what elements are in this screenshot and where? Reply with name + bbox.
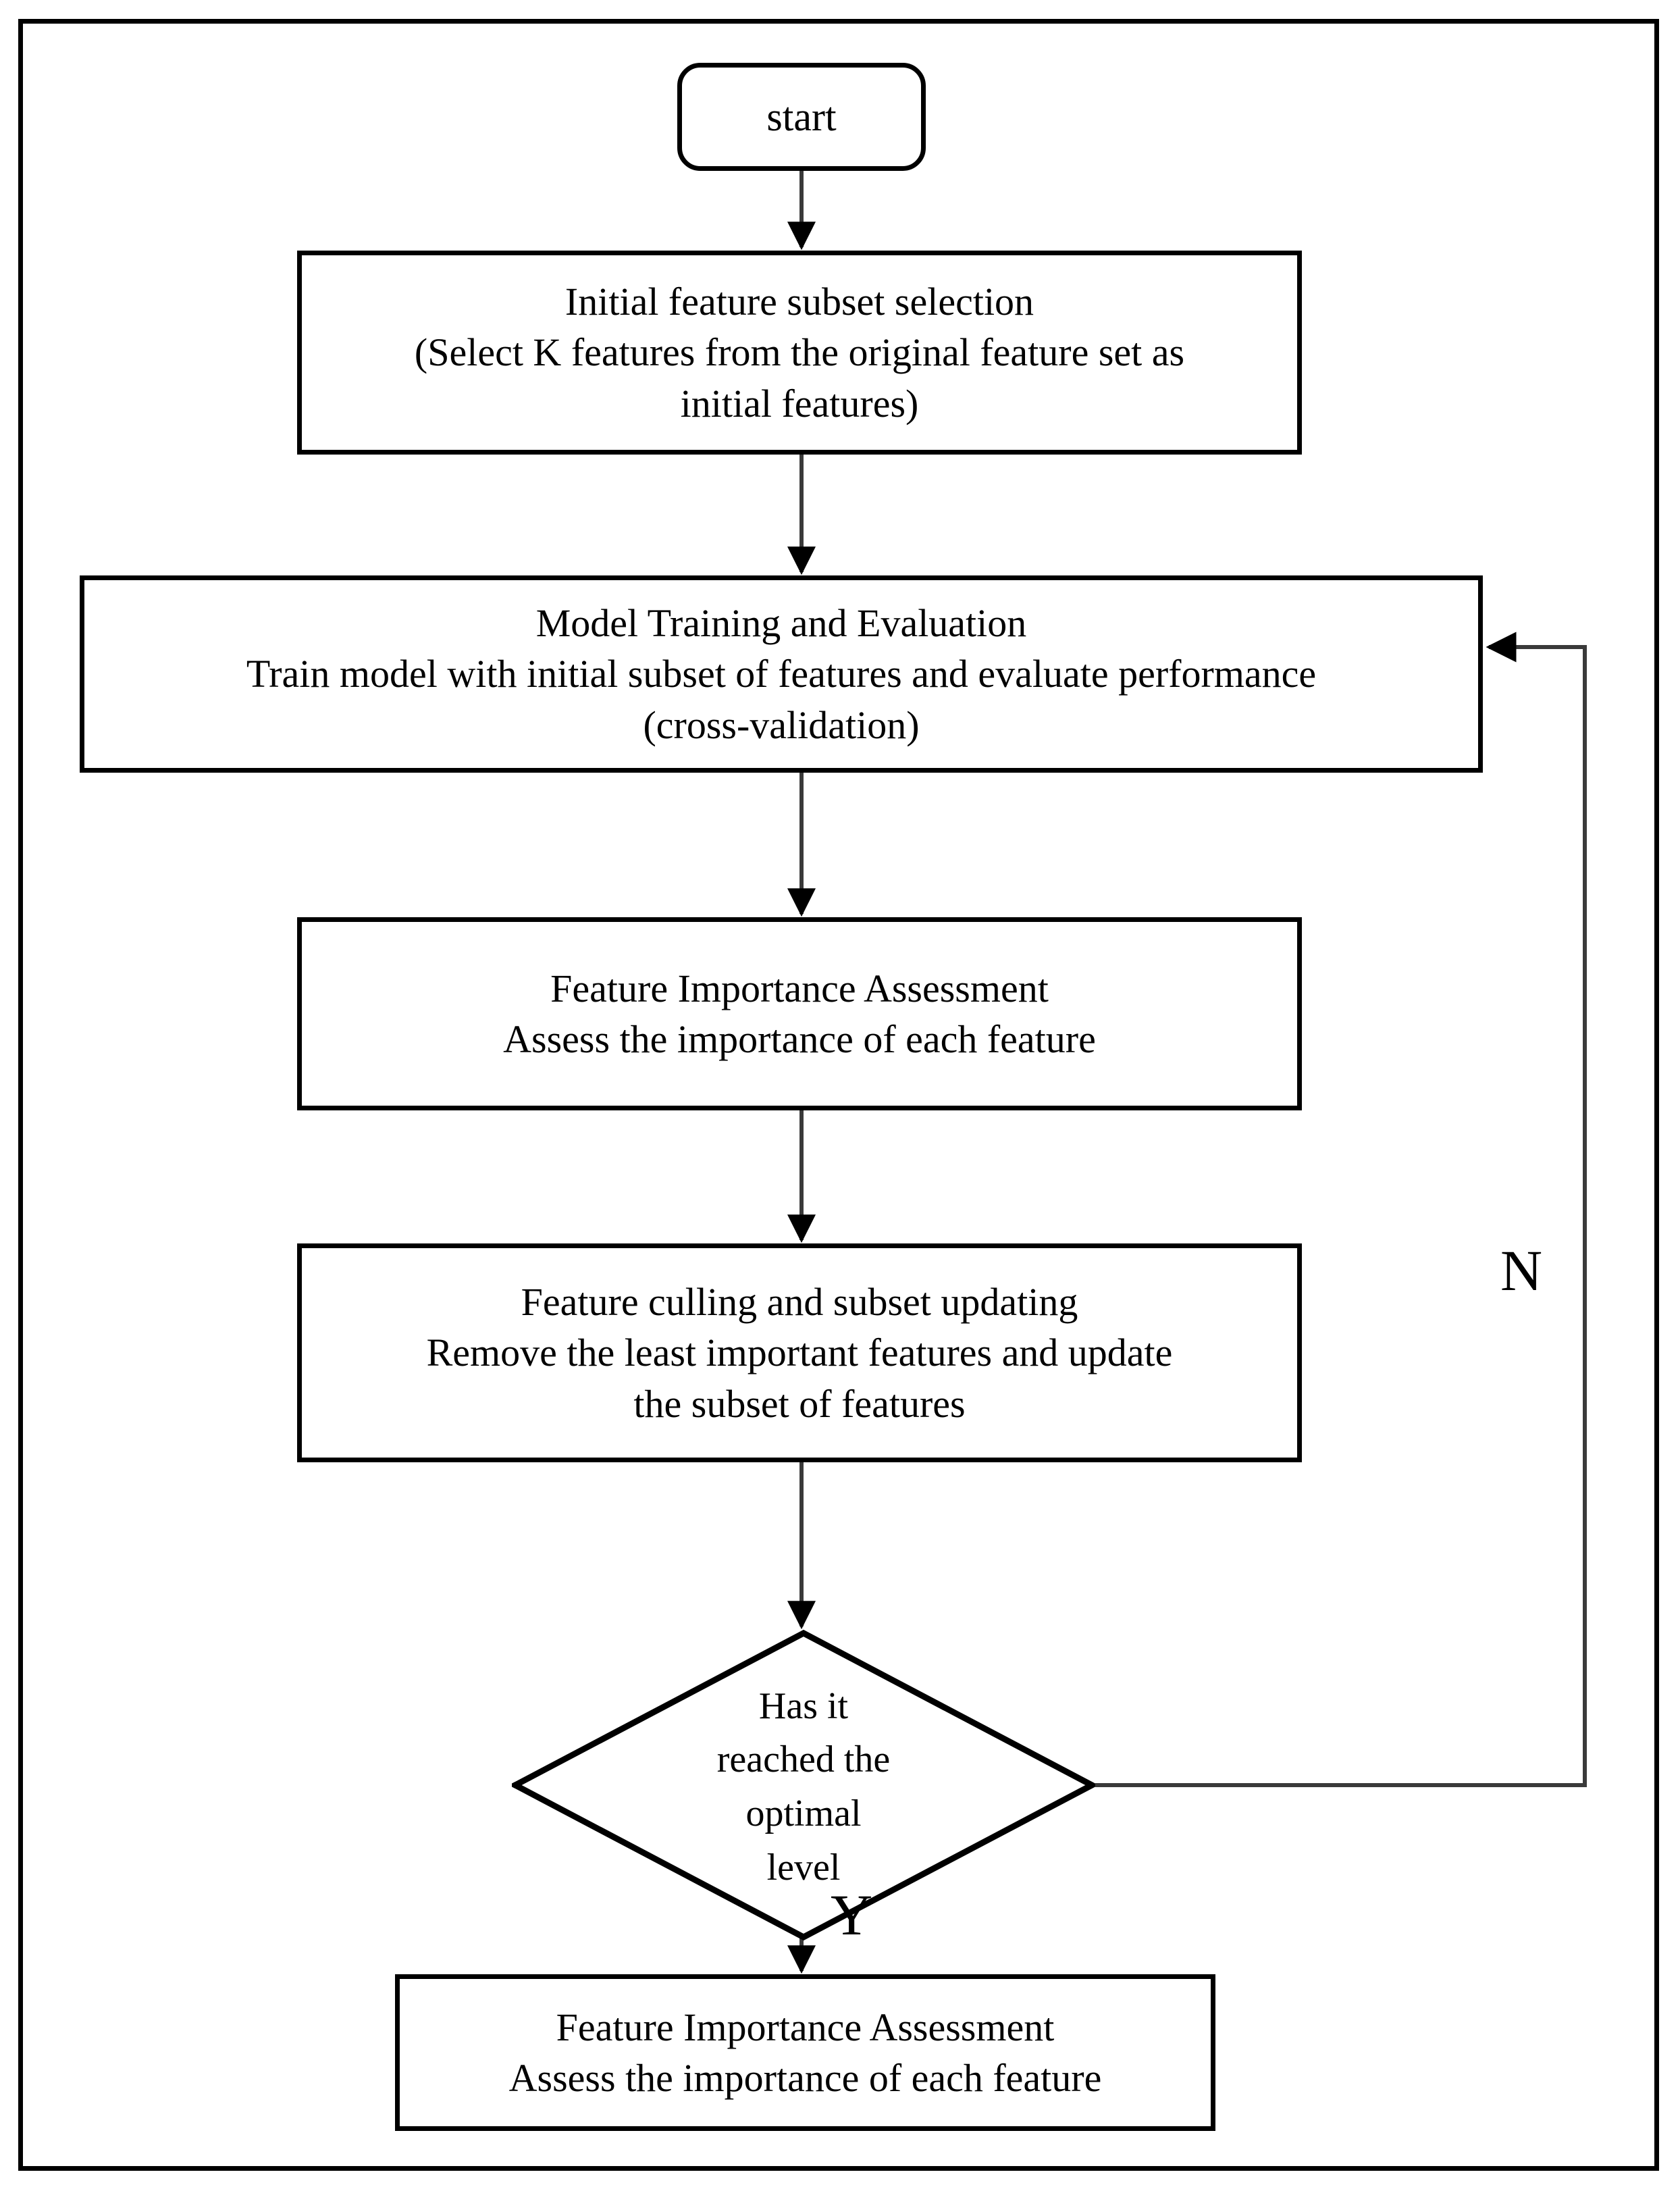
node-importance-line-1: Feature Importance Assessment — [550, 966, 1049, 1010]
node-culling-line-2: Remove the least important features and … — [426, 1331, 1173, 1375]
node-model-training-and-evaluation[interactable]: Model Training and Evaluation Train mode… — [80, 575, 1483, 773]
node-decision-line-3: optimal — [745, 1793, 862, 1834]
node-training-line-3: (cross-validation) — [643, 702, 920, 747]
node-decision-line-4: level — [766, 1846, 841, 1888]
node-initial-line-1: Initial feature subset selection — [565, 279, 1034, 324]
diamond-shape — [512, 1630, 1095, 1940]
node-start-line-1: start — [766, 95, 837, 139]
node-feature-importance-assessment[interactable]: Feature Importance Assessment Assess the… — [297, 917, 1302, 1110]
node-training-line-1: Model Training and Evaluation — [535, 600, 1027, 645]
node-culling-line-1: Feature culling and subset updating — [521, 1279, 1078, 1324]
diagram-frame — [18, 19, 1659, 2171]
node-feature-importance-assessment-final[interactable]: Feature Importance Assessment Assess the… — [395, 1974, 1215, 2131]
node-culling-line-3: the subset of features — [633, 1381, 966, 1426]
node-feature-culling-and-subset-updating[interactable]: Feature culling and subset updating Remo… — [297, 1243, 1302, 1462]
node-training-line-2: Train model with initial subset of featu… — [246, 652, 1317, 696]
node-importance-line-2: Assess the importance of each feature — [503, 1017, 1096, 1061]
node-decision-line-2: reached the — [716, 1739, 891, 1781]
node-has-it-reached-the-optimal-level[interactable]: Has it reached the optimal level — [512, 1630, 1095, 1940]
branch-label-no: N — [1500, 1238, 1543, 1303]
node-initial-line-3: initial features) — [680, 381, 919, 426]
node-start[interactable]: start — [677, 63, 926, 171]
node-final-line-1: Feature Importance Assessment — [556, 2005, 1055, 2049]
node-decision-text: Has it reached the optimal level — [512, 1630, 1095, 1940]
node-decision-line-1: Has it — [758, 1684, 849, 1727]
node-initial-line-2: (Select K features from the original fea… — [414, 330, 1185, 375]
branch-label-yes: Y — [831, 1882, 873, 1947]
node-initial-feature-subset-selection[interactable]: Initial feature subset selection (Select… — [297, 251, 1302, 455]
node-final-line-2: Assess the importance of each feature — [508, 2056, 1102, 2100]
